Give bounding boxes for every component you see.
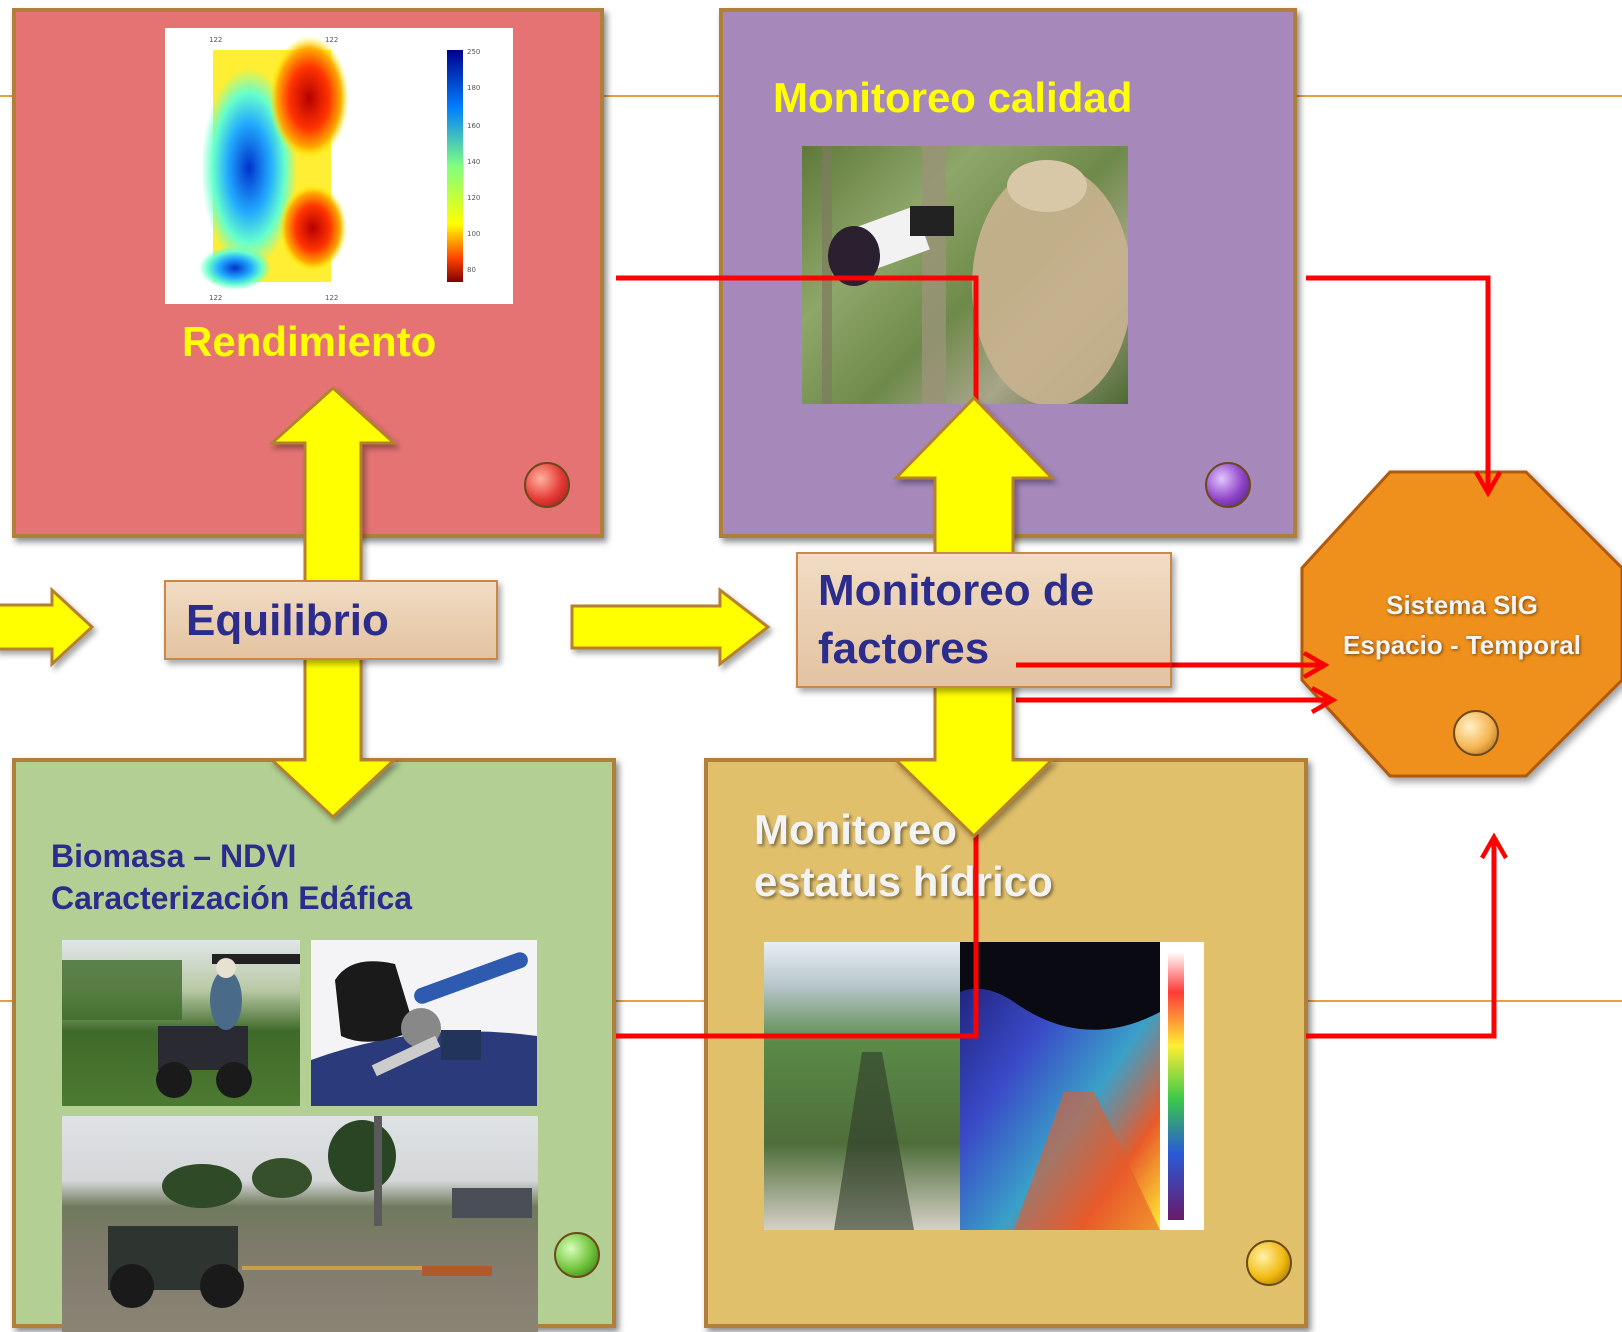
rendimiento-title: Rendimiento: [182, 318, 437, 365]
equilibrio-label: Equilibrio: [186, 596, 389, 645]
svg-text:140: 140: [467, 158, 480, 166]
svg-text:122: 122: [209, 294, 222, 302]
svg-text:180: 180: [467, 84, 480, 92]
purple-status-dot: [1205, 462, 1251, 508]
gps-equipment-photo: [311, 940, 537, 1106]
green-status-dot: [554, 1232, 600, 1278]
svg-text:160: 160: [467, 122, 480, 130]
field-atv-photo: [62, 1116, 538, 1332]
hidrico-title-line1: Monitoreo: [754, 806, 957, 853]
svg-text:100: 100: [467, 230, 480, 238]
thermal-image: [764, 942, 1204, 1230]
factores-label-line1: Monitoreo de: [818, 566, 1095, 615]
yellow-status-dot: [1246, 1240, 1292, 1286]
orange-status-dot: [1453, 710, 1499, 756]
calidad-title: Monitoreo calidad: [773, 74, 1133, 121]
atv-vineyard-photo: [62, 940, 300, 1106]
svg-text:120: 120: [467, 194, 480, 202]
red-status-dot: [524, 462, 570, 508]
svg-text:122: 122: [325, 36, 338, 44]
equilibrio-box: [164, 580, 498, 660]
yield-map-image: 122 122 122 122 250 180 160 140 120 100 80: [165, 28, 513, 304]
svg-text:122: 122: [325, 294, 338, 302]
svg-text:80: 80: [467, 266, 476, 274]
svg-text:122: 122: [209, 36, 222, 44]
quality-sensor-photo: [802, 146, 1128, 404]
svg-text:250: 250: [467, 48, 480, 56]
hidrico-title-line2: estatus hídrico: [754, 858, 1053, 905]
biomasa-panel: Biomasa – NDVI Caracterización Edáfica: [12, 758, 616, 1332]
factores-label-line2: factores: [818, 624, 990, 673]
sig-title-line1: Sistema SIG: [1386, 590, 1538, 620]
hidrico-panel: Monitoreo estatus hídrico: [704, 758, 1308, 1328]
sig-title-line2: Espacio - Temporal: [1343, 630, 1581, 660]
biomasa-title-line2: Caracterización Edáfica: [51, 880, 413, 916]
biomasa-title-line1: Biomasa – NDVI: [51, 838, 297, 874]
rendimiento-panel: 122 122 122 122 250 180 160 140 120 100 80 Rend…: [12, 8, 604, 538]
